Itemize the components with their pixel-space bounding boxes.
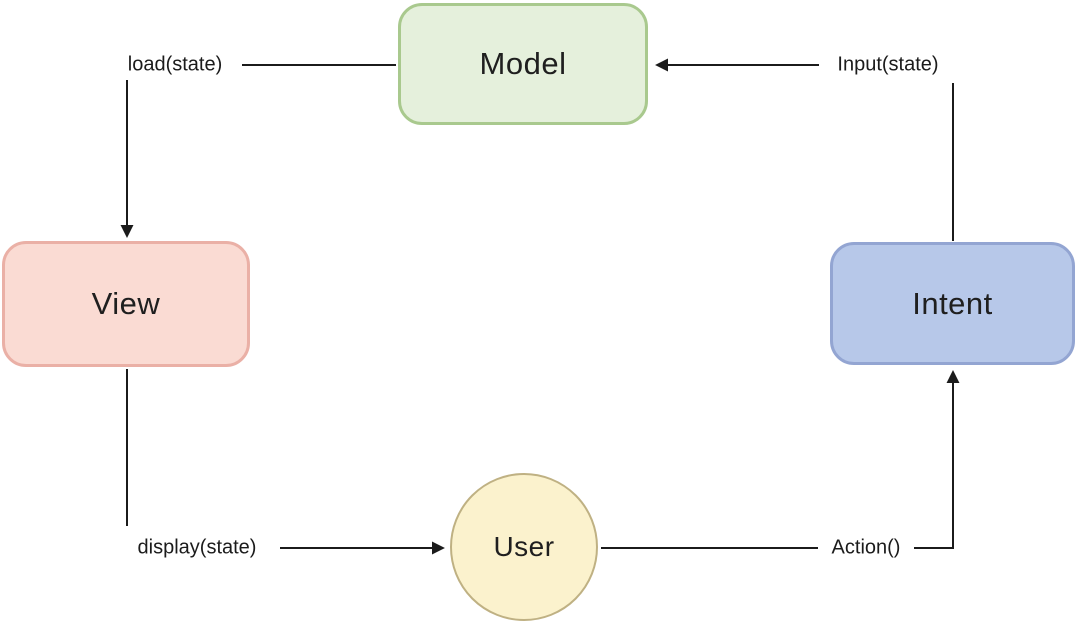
- view-node: View: [2, 241, 250, 367]
- edge-label-display-state: display(state): [135, 536, 259, 560]
- model-node: Model: [398, 3, 648, 125]
- edge-action-corner-arrow: [914, 370, 960, 549]
- edge-label-input-state: Input(state): [835, 53, 941, 77]
- edge-label-action: Action(): [829, 536, 903, 560]
- view-node-label: View: [91, 286, 161, 321]
- user-node-label: User: [493, 531, 555, 562]
- intent-node: Intent: [830, 242, 1075, 365]
- intent-node-label: Intent: [912, 285, 993, 321]
- user-node: User: [450, 473, 598, 621]
- edge-label-load-state: load(state): [125, 53, 225, 77]
- model-node-label: Model: [479, 46, 567, 81]
